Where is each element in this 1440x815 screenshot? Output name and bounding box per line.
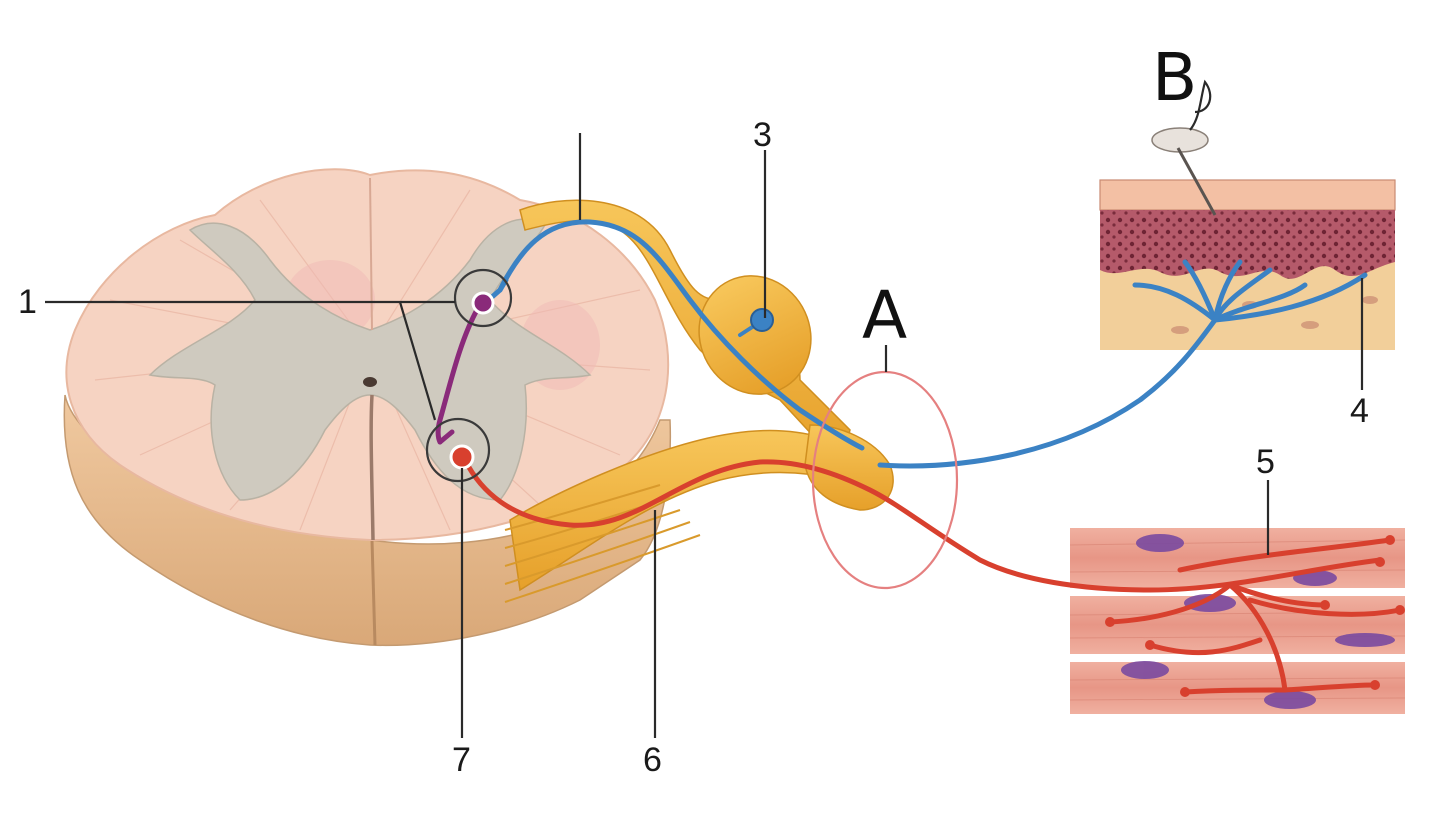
motor-end-plates [1105, 535, 1405, 697]
central-canal [363, 377, 377, 387]
synapse-circle-lower [425, 417, 491, 483]
leader-lines [45, 79, 1364, 738]
anterior-fissure [369, 394, 375, 541]
interneuron [435, 305, 481, 445]
muscle-nuclei [1121, 534, 1395, 709]
label-6: 6 [643, 741, 662, 779]
dorsal-root-ganglion [698, 275, 812, 395]
sensory-neuron [489, 219, 1368, 469]
label-a: A [862, 277, 907, 354]
labels: 1 3 4 5 6 7 A B [18, 39, 1369, 779]
motor-axon [462, 457, 1383, 593]
sensory-axon-central [497, 219, 865, 451]
cord-side-groove [370, 539, 377, 646]
motor-cell-body [449, 444, 475, 470]
epidermis-papillae [1100, 210, 1395, 279]
label-4: 4 [1350, 392, 1369, 430]
label-3: 3 [753, 116, 772, 154]
skin-section [1099, 127, 1396, 350]
posterior-septum [369, 177, 373, 331]
motor-neuron [462, 457, 1403, 695]
label-7: 7 [452, 741, 471, 779]
sensory-axon-peripheral [877, 317, 1218, 469]
label-1: 1 [18, 283, 37, 321]
sensory-cell-body [750, 308, 774, 332]
spinal-cord [63, 168, 672, 647]
interneuron-cell-body [471, 291, 495, 315]
label-b: B [1152, 39, 1197, 116]
pin-icon [1151, 127, 1217, 216]
label-5: 5 [1256, 443, 1275, 481]
synapse-circle-upper [453, 268, 513, 328]
epidermis-top [1099, 179, 1396, 211]
